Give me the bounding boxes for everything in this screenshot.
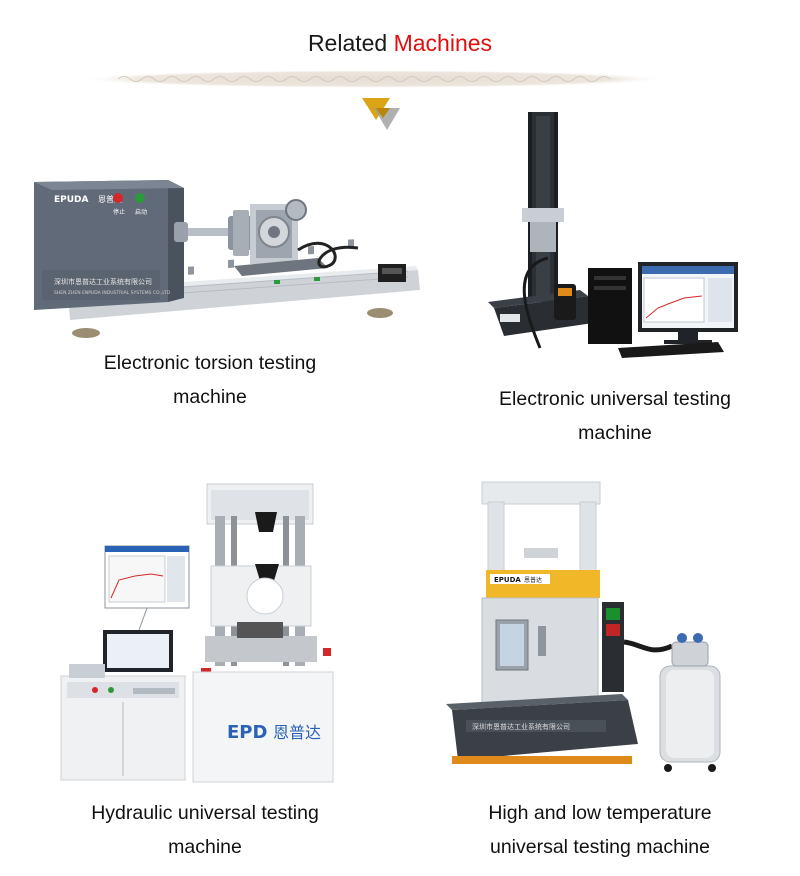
product-card-torsion[interactable]: EPUDA 恩普达 停止 启动 深圳市恩普达工业系统有限公司 SHEN ZHEN… <box>28 170 428 350</box>
torsion-brand-cn: 恩普达 <box>98 194 122 204</box>
product-card-hydraulic[interactable]: EPD 恩普达 <box>55 476 355 786</box>
caption-line-1: High and low temperature <box>488 802 712 824</box>
product-caption-hydraulic[interactable]: Hydraulic universal testing machine <box>60 796 350 864</box>
product-image-torsion: EPUDA 恩普达 停止 启动 深圳市恩普达工业系统有限公司 SHEN ZHEN… <box>34 180 420 338</box>
decorative-band <box>78 70 670 88</box>
product-image-hydraulic: EPD 恩普达 <box>60 483 334 783</box>
section-title: Related Machines <box>0 30 800 57</box>
caption-line-2: machine <box>173 386 247 408</box>
torsion-brand: EPUDA <box>54 195 89 205</box>
stop-button-icon <box>113 193 123 203</box>
temperature-brand-cn: 恩普达 <box>524 576 542 584</box>
section-title-accent: Machines <box>393 30 493 56</box>
product-card-universal[interactable] <box>488 108 748 358</box>
temperature-brand: EPUDA <box>494 576 521 584</box>
caption-line-2: universal testing machine <box>489 836 711 858</box>
hydraulic-brand-cn: 恩普达 <box>273 723 321 742</box>
stop-label: 停止 <box>113 208 125 216</box>
start-label: 启动 <box>135 208 147 216</box>
product-caption-temperature[interactable]: High and low temperature universal testi… <box>450 796 750 864</box>
product-image-temperature: EPUDA 恩普达 深圳市恩普达工业系统有限公司 <box>446 481 721 772</box>
caption-line-1: Electronic torsion testing <box>103 352 317 374</box>
caption-line-2: machine <box>168 836 242 858</box>
temperature-panel-cn: 深圳市恩普达工业系统有限公司 <box>472 722 570 731</box>
product-caption-universal[interactable]: Electronic universal testing machine <box>470 382 760 450</box>
product-caption-torsion[interactable]: Electronic torsion testing machine <box>60 346 360 414</box>
caption-line-1: Electronic universal testing <box>499 388 731 410</box>
caption-line-1: Hydraulic universal testing <box>91 802 319 824</box>
torsion-panel-en: SHEN ZHEN ENPUDA INDUSTRIAL SYSTEMS CO.,… <box>54 290 171 296</box>
hydraulic-brand: EPD <box>227 722 267 743</box>
start-button-icon <box>135 193 145 203</box>
chevron-down-icon <box>362 98 400 130</box>
caption-line-2: machine <box>578 422 652 444</box>
section-title-prefix: Related <box>307 30 388 56</box>
product-card-temperature[interactable]: EPUDA 恩普达 深圳市恩普达工业系统有限公司 <box>442 474 742 784</box>
torsion-panel-cn: 深圳市恩普达工业系统有限公司 <box>54 277 152 286</box>
product-image-universal <box>488 112 738 358</box>
